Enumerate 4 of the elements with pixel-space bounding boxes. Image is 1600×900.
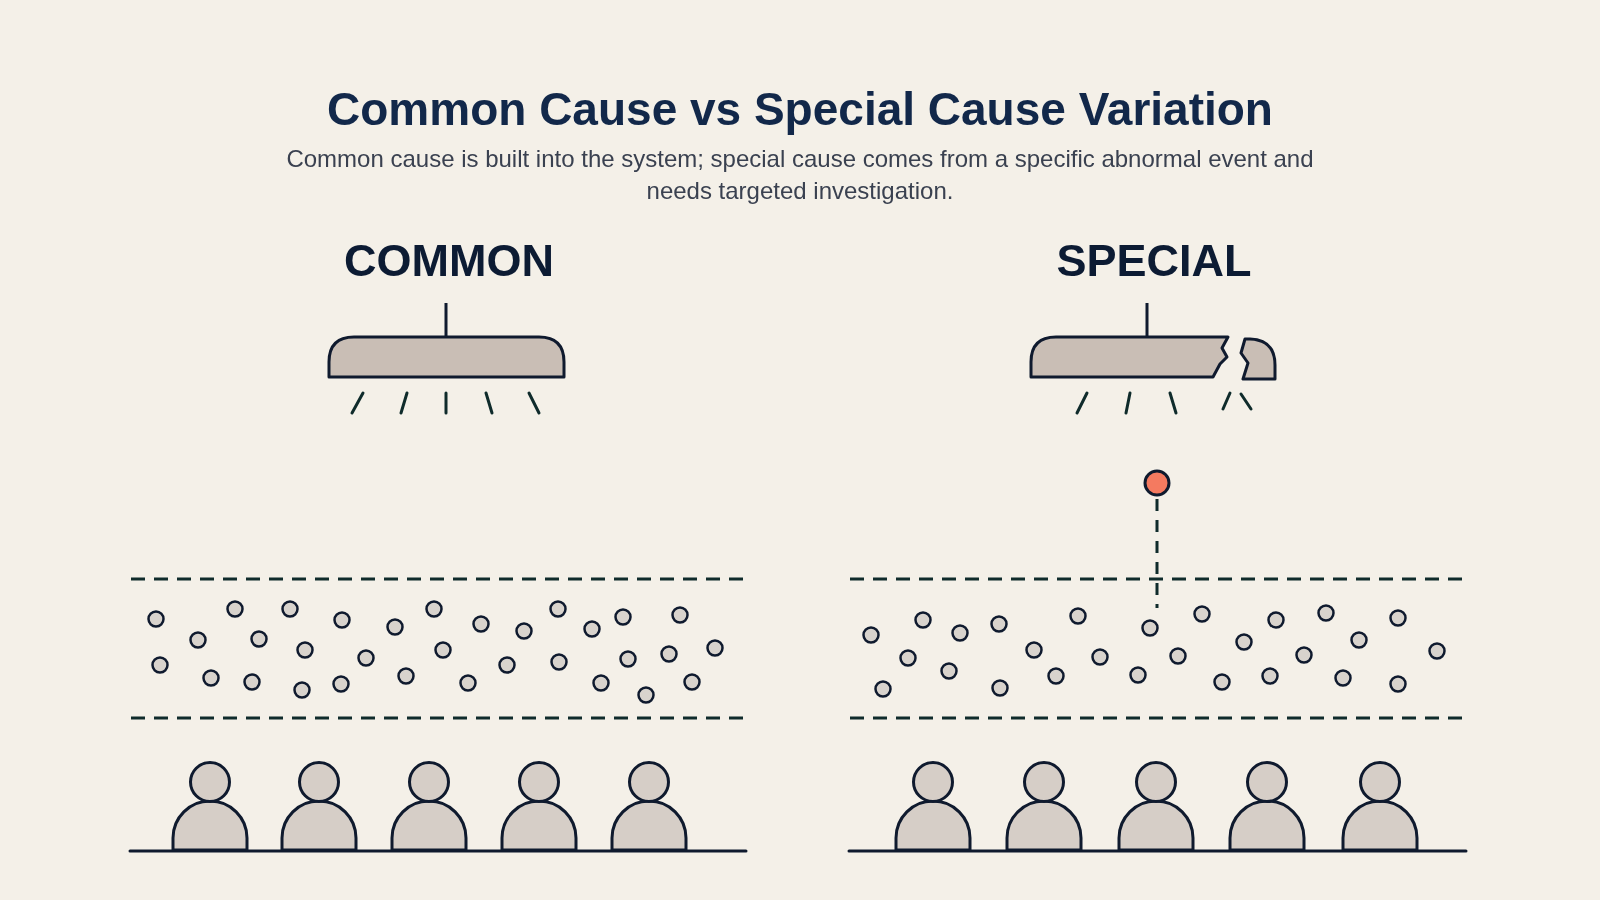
section-heading: COMMON	[344, 236, 554, 286]
section-heading: SPECIAL	[1056, 236, 1252, 286]
title: Common Cause vs Special Cause Variation	[326, 82, 1274, 136]
subtitle: Common cause is built into the system; special cause comes from a specific abnormal event and needs targeted investigation.	[285, 144, 1315, 206]
